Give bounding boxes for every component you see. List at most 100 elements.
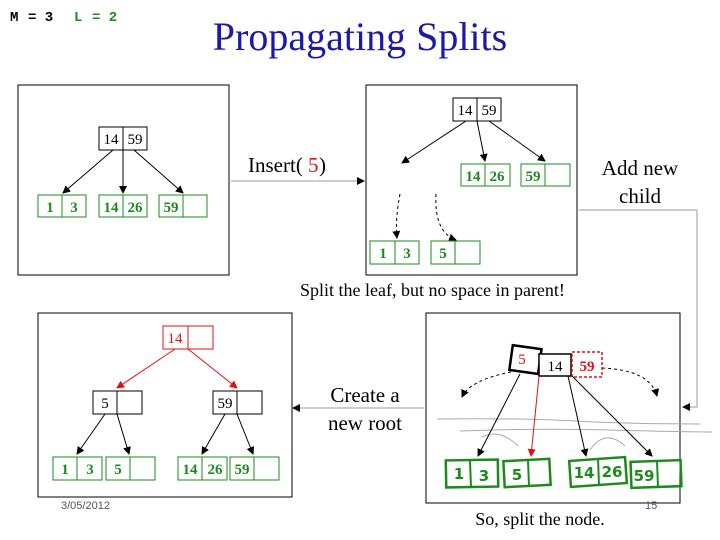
panel-4-internal-1-key-1: 5 — [101, 396, 109, 412]
panel-1-frame — [17, 84, 230, 276]
panel-2-leaf-top-1-key-1: 14 — [466, 169, 482, 185]
panel-4-root-edge-2 — [187, 348, 238, 389]
panel-2-leaf-top-1: 14 26 — [460, 163, 511, 187]
panel-2-root-node: 14 59 — [452, 97, 502, 122]
panel-3-dashed-edge-right — [601, 367, 660, 397]
insert-label: Insert( 5 ) — [248, 153, 326, 177]
footer-page-number: 15 — [645, 500, 657, 512]
panel-2-leaf-bottom-1-key-2: 3 — [403, 246, 411, 262]
panel-4-frame — [37, 312, 293, 498]
panel-1-root-key-2: 59 — [128, 132, 143, 148]
panel-1-leaf-1-key-1: 1 — [46, 200, 54, 216]
panel-1-leaf-1-key-2: 3 — [70, 200, 78, 216]
panel-4-leaf-1: 1 3 — [52, 456, 103, 481]
panel-3-scribble-3 — [481, 433, 519, 447]
split-node-caption: So, split the node. — [475, 509, 605, 529]
panel-2-leaf-top-2-key-1: 59 — [526, 169, 541, 185]
panel-3-edge-2 — [527, 375, 540, 457]
add-child-label-line-2: child — [619, 184, 661, 208]
panel-2-dashed-edge-2 — [435, 193, 457, 242]
panel-1-edge-3 — [133, 149, 184, 194]
param-m-name: M — [10, 10, 18, 26]
param-m-eq: = 3 — [28, 10, 53, 26]
panel-4-leaf-1-key-1: 1 — [61, 462, 69, 478]
create-root-label-line-1: Create a — [330, 383, 400, 407]
split-leaf-caption: Split the leaf, but no space in parent! — [300, 280, 565, 300]
panel-3-scribble-4 — [589, 437, 626, 451]
param-l-name: L — [74, 10, 82, 26]
panel-3-scribble-2 — [459, 428, 713, 433]
panel-2-leaf-top-2: 59 — [520, 163, 571, 187]
insert-label-prefix: Insert( — [248, 153, 303, 177]
panel-3-leaf-1-key-1: 1 — [454, 465, 464, 483]
panel-2-leaf-top-1-key-2: 26 — [490, 169, 506, 185]
panel-2-leaf-bottom-1-key-1: 1 — [379, 246, 387, 262]
panel-4-leaf-4: 59 — [229, 456, 280, 481]
panel-3-leaf-1-key-2: 3 — [479, 467, 489, 485]
panel-4-edge-4 — [236, 413, 255, 455]
param-l-eq: = 2 — [92, 10, 117, 26]
panel-3-leaf-1: 1 3 — [444, 458, 500, 489]
panel-2-leaf-bottom-2-key-1: 5 — [439, 246, 447, 262]
panel-4-internal-node-2: 59 — [212, 390, 263, 415]
panel-2-frame — [365, 84, 578, 276]
panel-4-root-key-1: 14 — [168, 331, 184, 347]
panel-2-dashed-edge-1 — [392, 193, 401, 239]
panel-3-leaf-3-key-2: 26 — [602, 463, 623, 481]
panel-1-root-key-1: 14 — [104, 132, 120, 148]
panel-1-leaf-2: 14 26 — [98, 194, 148, 218]
panel-3-leaf-3-key-1: 14 — [574, 464, 595, 482]
arrow-panel-2-to-3 — [579, 209, 698, 411]
panel-4-edge-3 — [201, 413, 226, 455]
panel-1-leaf-2-key-1: 14 — [104, 200, 120, 216]
panel-4-leaf-2: 5 — [105, 456, 156, 481]
panel-3-edge-3 — [567, 375, 589, 457]
panel-3-dashed-edge-left — [461, 371, 512, 398]
panel-4-edge-1 — [76, 413, 106, 455]
panel-4-leaf-3-key-1: 14 — [183, 462, 199, 478]
footer-date: 3/05/2012 — [61, 500, 110, 512]
panel-1-leaf-3: 59 — [158, 194, 208, 218]
slide-title: Propagating Splits — [213, 14, 507, 59]
add-child-label-line-1: Add new — [602, 156, 679, 180]
panel-4-leaf-1-key-2: 3 — [86, 462, 94, 478]
panel-1-leaf-2-key-2: 26 — [128, 200, 144, 216]
panel-3-parent-key-1: 5 — [518, 352, 526, 368]
panel-4-edge-2 — [116, 413, 131, 455]
insert-label-value: 5 — [308, 153, 319, 177]
panel-4-internal-node-1: 5 — [92, 390, 143, 415]
panel-1-edge-1 — [62, 149, 114, 194]
panel-3-edge-4 — [571, 375, 653, 457]
panel-4-leaf-3: 14 26 — [177, 456, 228, 481]
param-label: M = 3 L = 2 — [10, 10, 117, 26]
insert-label-suffix: ) — [319, 153, 326, 177]
panel-3-parent-key-2: 14 — [548, 359, 564, 375]
panel-2-edge-2 — [476, 120, 488, 162]
panel-3-leaf-4-key-1: 59 — [634, 467, 655, 485]
panel-3-leaf-2: 5 — [502, 457, 552, 489]
panel-1-leaf-3-key-1: 59 — [164, 200, 179, 216]
panel-2-root-key-1: 14 — [458, 103, 474, 119]
panel-4-leaf-4-key-1: 59 — [235, 462, 250, 478]
panel-3-leaf-2-key-1: 5 — [512, 466, 522, 484]
panel-2-leaf-bottom-1: 1 3 — [369, 240, 420, 265]
panel-4-leaf-3-key-2: 26 — [208, 462, 224, 478]
panel-2-root-key-2: 59 — [482, 103, 497, 119]
panel-4-internal-2-key-1: 59 — [218, 396, 233, 412]
panel-2-edge-3 — [488, 120, 546, 162]
panel-3-frame — [425, 312, 681, 504]
panel-3-leaf-3: 14 26 — [567, 455, 629, 489]
panel-3-overflow-node: 5 14 59 — [507, 343, 603, 378]
panel-3-scribble-1 — [436, 418, 701, 425]
panel-4-root-node: 14 — [162, 325, 214, 350]
create-root-label-line-2: new root — [328, 411, 402, 435]
panel-4-leaf-2-key-1: 5 — [114, 462, 122, 478]
panel-4-root-edge-1 — [116, 348, 176, 389]
panel-1-leaf-1: 1 3 — [37, 194, 87, 218]
panel-3-leaf-4: 59 — [629, 458, 683, 490]
panel-2-leaf-bottom-2: 5 — [430, 240, 481, 265]
panel-3-parent-key-3: 59 — [580, 359, 595, 375]
panel-1-root-node: 14 59 — [98, 126, 148, 151]
panel-3-edge-1 — [477, 373, 521, 457]
